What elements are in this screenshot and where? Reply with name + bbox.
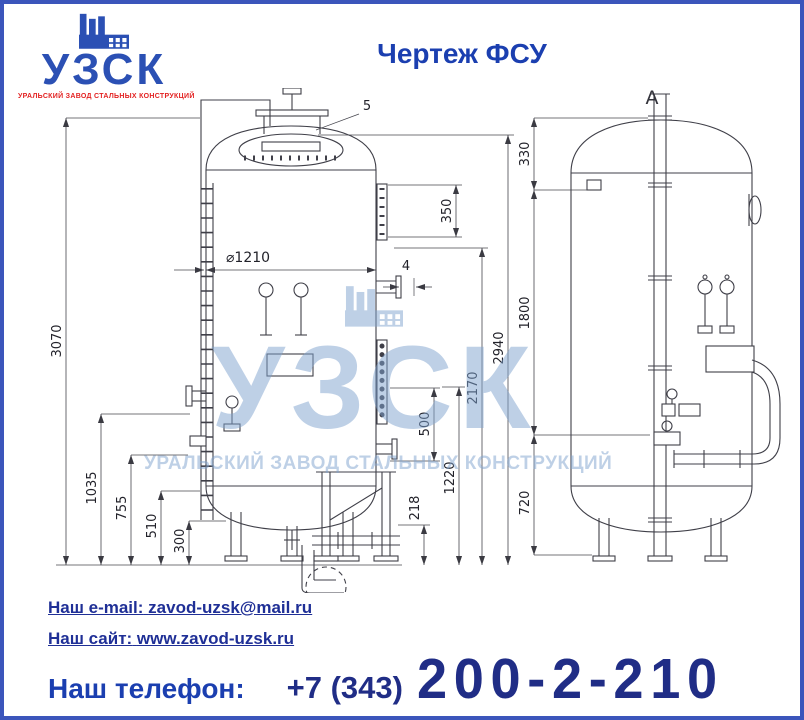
website-line: Наш сайт: www.zavod-uzsk.ru (48, 629, 294, 649)
dim-label-510: 510 (145, 514, 160, 539)
dim-label-755: 755 (115, 496, 130, 521)
dim-label-5: 5 (363, 99, 371, 114)
dimensions: 3070 1035 755 510 300 ⌀1210 5 (50, 88, 659, 566)
fsu-drawing-canvas: 3070 1035 755 510 300 ⌀1210 5 (50, 88, 781, 593)
front-pipe (648, 93, 672, 524)
interior-valves (258, 282, 314, 377)
phone-number: 200-2-210 (416, 647, 724, 711)
email-link[interactable]: zavod-uzsk@mail.ru (148, 598, 313, 617)
dim-label-2940: 2940 (492, 331, 507, 364)
uzsk-logo: УЗСК УРАЛЬСКИЙ ЗАВОД СТАЛЬНЫХ КОНСТРУКЦИ… (18, 12, 195, 100)
email-label: Наш e-mail: (48, 598, 144, 617)
top-flange-assembly (238, 88, 344, 167)
logo-subtitle: УРАЛЬСКИЙ ЗАВОД СТАЛЬНЫХ КОНСТРУКЦИЙ (18, 92, 195, 100)
dim-label-1220: 1220 (443, 461, 458, 494)
page-title: Чертеж ФСУ (377, 38, 547, 69)
phone-label: Наш телефон: (48, 673, 245, 704)
website-label: Наш сайт: (48, 629, 133, 648)
service-ladder (200, 99, 271, 520)
dim-label-218: 218 (408, 496, 423, 521)
support-legs-side (592, 518, 728, 562)
factory-icon (79, 12, 129, 49)
phone-area-code: +7 (343) (286, 670, 403, 705)
vessel-shell-side (570, 119, 762, 533)
technical-drawing: 3070 1035 755 510 300 ⌀1210 5 (4, 88, 800, 593)
side-view (570, 93, 781, 562)
logo-text: УЗСК (41, 45, 167, 94)
dim-label-300: 300 (173, 529, 188, 554)
side-nozzles (185, 183, 402, 460)
piping-stand (301, 471, 400, 593)
dim-label-350: 350 (440, 199, 455, 224)
dim-label-diameter-1210: ⌀1210 (226, 250, 270, 266)
valves-side (653, 274, 755, 446)
dim-label-720: 720 (518, 491, 533, 516)
vessel-shell-front (205, 125, 377, 531)
website-link[interactable]: www.zavod-uzsk.ru (136, 629, 295, 648)
dim-label-1035: 1035 (85, 471, 100, 504)
view-label-A: А (646, 88, 659, 109)
dim-label-3070: 3070 (50, 324, 65, 357)
dim-label-2170: 2170 (466, 371, 481, 404)
sight-glass (376, 339, 388, 425)
email-line: Наш e-mail: zavod-uzsk@mail.ru (48, 598, 312, 618)
elbow-pipe (673, 359, 781, 468)
dim-label-4: 4 (402, 259, 410, 274)
support-legs-front (224, 512, 360, 562)
front-view (185, 88, 402, 593)
phone-line: Наш телефон: +7 (343) 200-2-210 (48, 647, 786, 711)
dim-label-330: 330 (518, 142, 533, 167)
dim-label-500: 500 (418, 412, 433, 437)
dim-label-1800: 1800 (518, 296, 533, 329)
